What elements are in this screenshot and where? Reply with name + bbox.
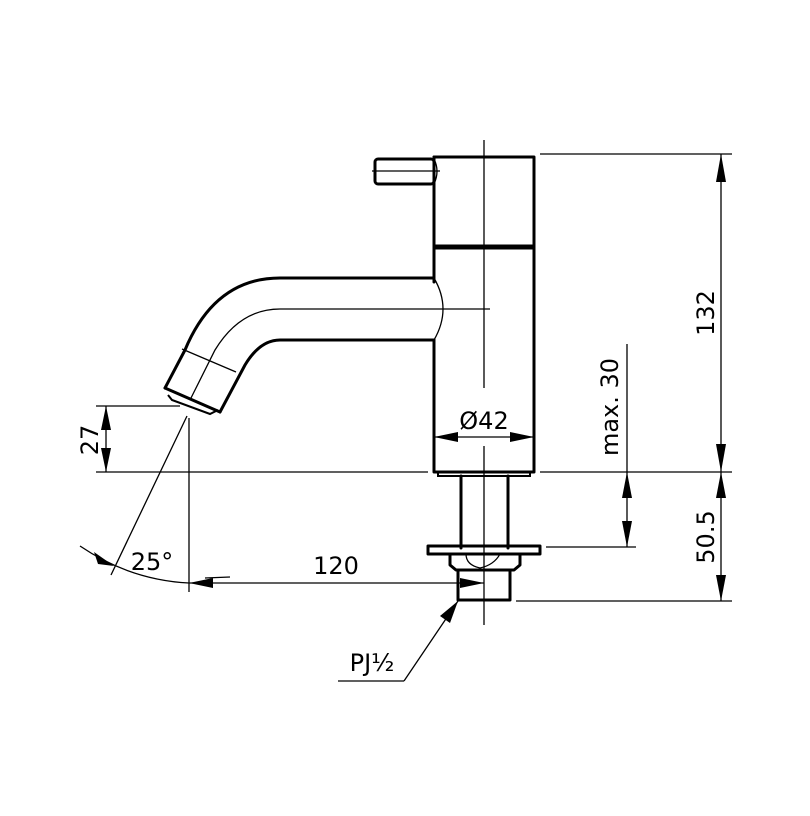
dim-label-total-height: 132 (692, 290, 720, 336)
dim-label-body-diameter: Ø42 (459, 407, 508, 435)
dim-spout-reach: 120 (189, 552, 484, 588)
thread-callout: PJ½ (338, 600, 459, 682)
spout (163, 276, 490, 416)
dim-shank-length: 50.5 (516, 472, 732, 602)
dim-label-spout-reach: 120 (313, 552, 359, 580)
dim-total-height: 132 (540, 153, 732, 473)
dim-label-spout-angle: 25° (131, 548, 174, 576)
thread-spec-label: PJ½ (350, 649, 395, 677)
dim-body-diameter: Ø42 (434, 407, 534, 442)
dim-spout-height: 27 (76, 405, 428, 473)
faucet-body (372, 155, 536, 477)
dim-label-shank-length: 50.5 (692, 510, 720, 563)
dim-label-max-thickness: max. 30 (596, 358, 624, 456)
dim-spout-angle: 25° (79, 415, 190, 592)
dim-max-thickness: max. 30 (546, 344, 636, 548)
dim-label-spout-height: 27 (76, 425, 104, 456)
